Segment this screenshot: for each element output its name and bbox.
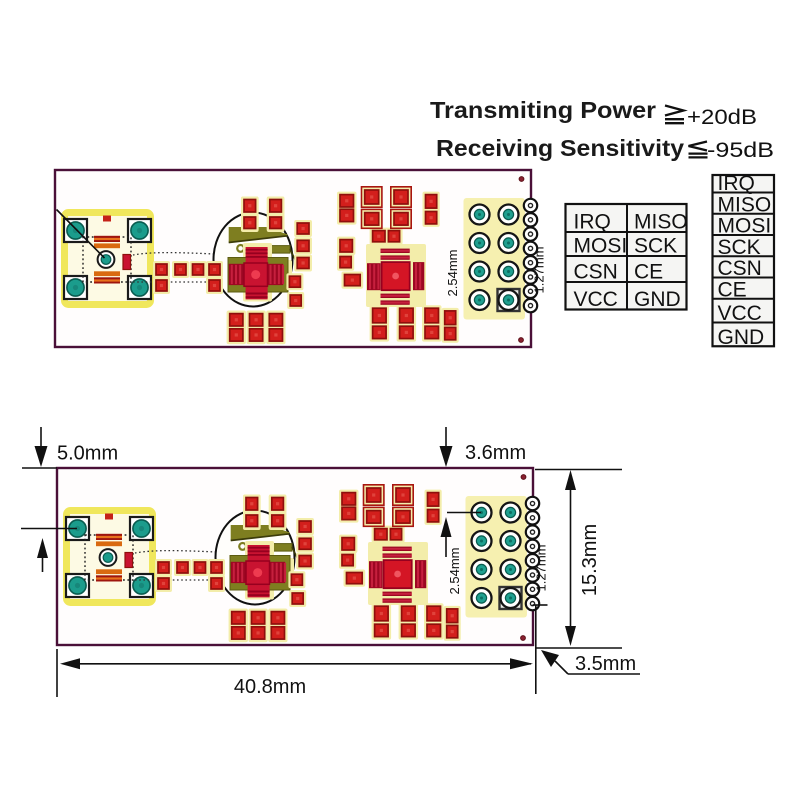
svg-text:SCK: SCK: [634, 235, 677, 258]
svg-text:MOSI: MOSI: [718, 215, 772, 238]
svg-text:Receiving Sensitivity: Receiving Sensitivity: [436, 135, 684, 161]
svg-text:SCK: SCK: [718, 236, 761, 259]
svg-text:MOSI: MOSI: [574, 235, 628, 258]
svg-text:5.0mm: 5.0mm: [57, 443, 118, 465]
svg-text:MISO: MISO: [634, 211, 688, 234]
svg-text:40.8mm: 40.8mm: [234, 676, 306, 698]
svg-text:CE: CE: [718, 278, 747, 301]
svg-text:+20dB: +20dB: [687, 106, 757, 129]
svg-text:3.6mm: 3.6mm: [465, 442, 526, 464]
svg-text:CE: CE: [634, 261, 663, 284]
svg-text:IRQ: IRQ: [718, 172, 755, 195]
svg-text:15.3mm: 15.3mm: [579, 524, 601, 596]
svg-text:IRQ: IRQ: [574, 211, 611, 234]
svg-text:MISO: MISO: [718, 193, 772, 216]
svg-text:VCC: VCC: [718, 302, 762, 325]
svg-text:GND: GND: [718, 326, 765, 349]
svg-text:Transmiting Power: Transmiting Power: [430, 97, 656, 123]
svg-text:3.5mm: 3.5mm: [575, 653, 636, 675]
svg-text:CSN: CSN: [718, 257, 762, 280]
svg-text:CSN: CSN: [574, 261, 618, 284]
svg-text:GND: GND: [634, 288, 681, 311]
svg-text:-95dB: -95dB: [707, 139, 774, 162]
svg-text:VCC: VCC: [574, 288, 618, 311]
